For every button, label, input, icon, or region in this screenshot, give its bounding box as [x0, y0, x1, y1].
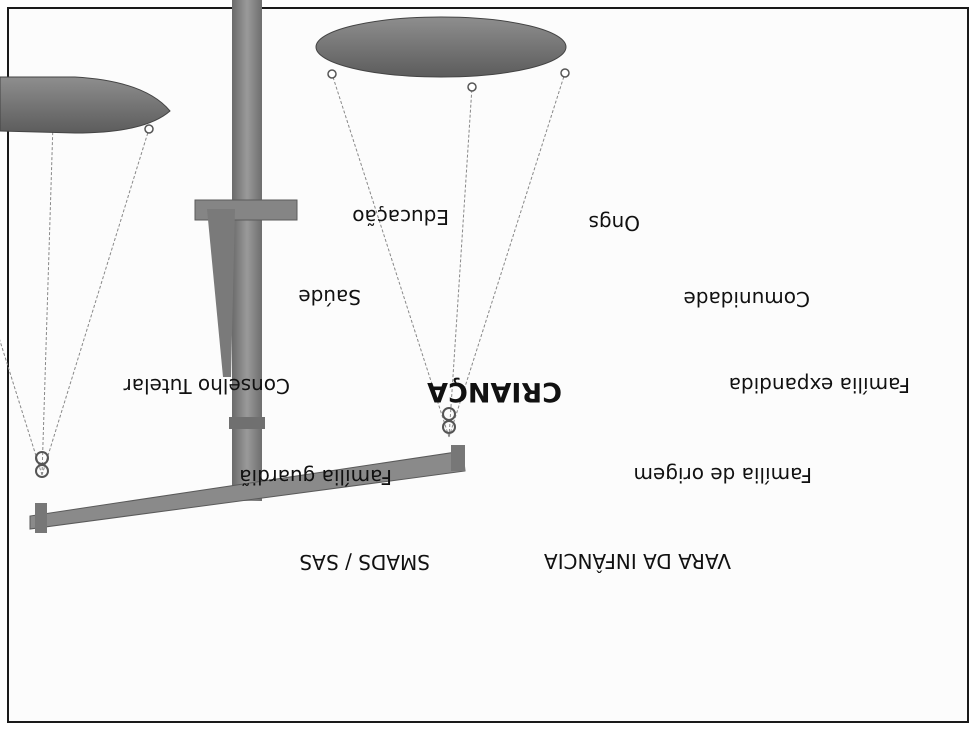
label-familia-guardia: Família guardiã: [239, 465, 392, 489]
label-comunidade: Comunidade: [683, 287, 810, 311]
right-pan-assembly: [0, 77, 170, 477]
label-smads-sas: SMADS / SAS: [299, 550, 430, 574]
label-familia-de-origem: Família de origem: [633, 463, 812, 487]
label-vara-da-infancia: VARA DA INFÂNCIA: [544, 549, 731, 573]
label-ongs: Ongs: [588, 211, 640, 235]
label-crianca: CRIANÇA: [427, 375, 562, 407]
scale-post: [195, 0, 297, 501]
label-educacao: Educação: [352, 205, 449, 229]
label-familia-expandida: Família expandida: [729, 373, 910, 397]
label-saude: Saúde: [298, 285, 361, 309]
label-conselho-tutelar: Conselho Tutelar: [124, 374, 290, 398]
